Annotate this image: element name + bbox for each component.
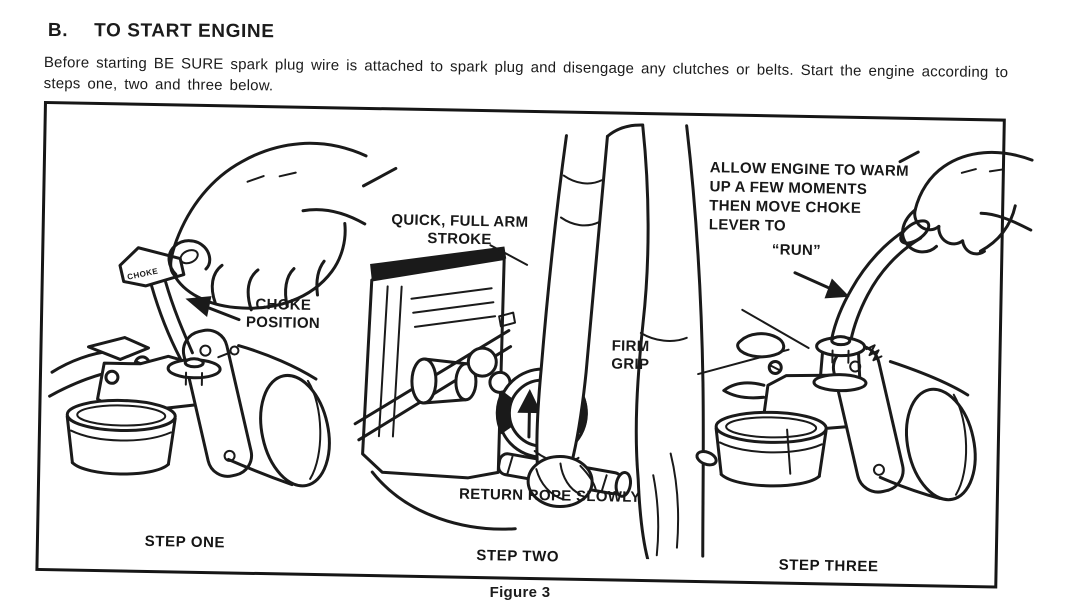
run-position-arrow-icon [793,271,850,299]
choke-lever-drawing [815,219,931,364]
section-letter: B. [47,20,69,42]
rotor-direction-arrow-icon [517,388,542,439]
step-one-caption: STEP ONE [144,532,226,552]
choke-position-label-line1: CHOKE [255,295,312,314]
choke-position-label: CHOKE POSITION [233,296,334,334]
firm-grip-label-line1: FIRM [611,337,650,356]
section-heading: B. TO START ENGINE [48,20,275,43]
engine-drawing [353,246,517,531]
step-three-illustration [695,150,1034,502]
choke-position-label-line2: POSITION [245,313,321,333]
stray-mark [898,150,920,164]
hand-drawing [901,150,1034,256]
hand-drawing [167,141,368,312]
figure-frame: CHOKE [35,101,1034,589]
small-parts-drawing [736,332,786,375]
stroke-label-leader-line [489,244,529,266]
arm-stroke-label-line1: QUICK, FULL ARM [391,211,529,231]
arm-stroke-label-line2: STROKE [427,230,492,249]
step-two-caption: STEP TWO [476,546,560,566]
choke-position-arrow-icon [185,296,241,322]
step-three-caption: STEP THREE [778,556,879,576]
arm-drawing [526,134,609,509]
intro-paragraph: Before starting BE SURE spark plug wire … [44,52,1056,105]
firm-grip-label: FIRM GRIP [594,337,667,374]
stray-mark [361,166,398,188]
carburetor-drawing [695,344,977,502]
arm-stroke-label: QUICK, FULL ARM STROKE [374,211,545,250]
section-title: TO START ENGINE [94,20,275,43]
warm-up-label: ALLOW ENGINE TO WARM UP A FEW MOMENTS TH… [709,158,942,238]
figure-caption: Figure 3 [489,584,551,601]
carburetor-drawing [65,328,331,488]
step-one-illustration: CHOKE [48,141,368,488]
run-label: “RUN” [771,241,822,260]
firm-grip-label-line2: GRIP [611,355,650,374]
